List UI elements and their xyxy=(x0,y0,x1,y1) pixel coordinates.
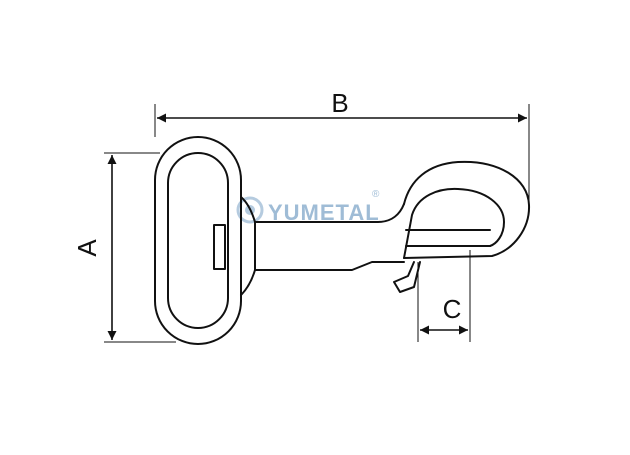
watermark: YUMETAL ® xyxy=(236,189,380,225)
gate-trigger xyxy=(393,261,421,293)
snap-hook-part xyxy=(154,136,531,345)
dimension-label-c: C xyxy=(443,294,462,324)
watermark-text: YUMETAL xyxy=(268,200,380,225)
hook-shank xyxy=(261,203,405,223)
extension-lines xyxy=(104,104,530,343)
dimension-label-b: B xyxy=(331,88,348,118)
swivel-ring-outer xyxy=(154,136,242,345)
spring-gate xyxy=(405,229,491,247)
watermark-logo xyxy=(236,196,264,224)
dimension-lines xyxy=(107,113,527,340)
swivel-neck xyxy=(240,196,256,296)
watermark-registered-mark: ® xyxy=(372,189,380,200)
swivel-ring-inner xyxy=(167,152,229,329)
swivel-collar xyxy=(213,224,226,270)
dimension-label-a: A xyxy=(72,239,102,257)
hook-body xyxy=(403,160,531,259)
hook-inner-curve xyxy=(403,187,505,259)
